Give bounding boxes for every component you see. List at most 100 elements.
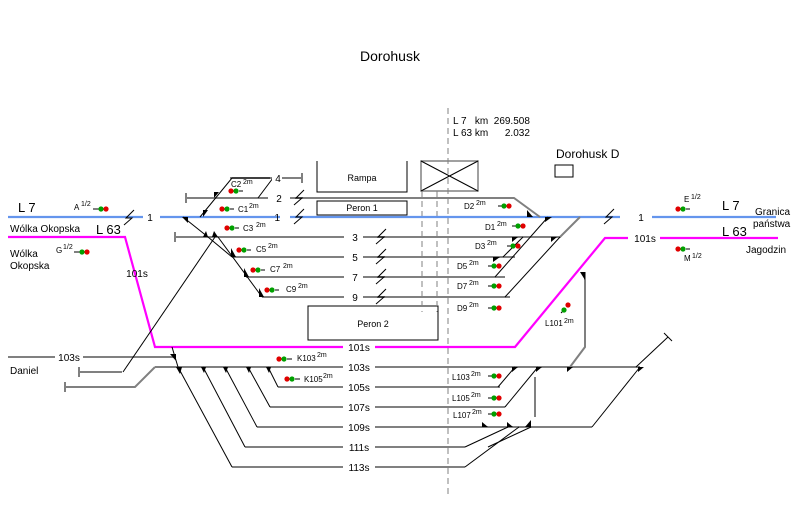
svg-text:M: M bbox=[684, 254, 691, 263]
svg-text:L103: L103 bbox=[452, 373, 470, 382]
west-l7-line-label: L 7 bbox=[18, 200, 36, 215]
svg-text:D9: D9 bbox=[457, 304, 468, 313]
signal-C5[interactable]: C5 2m bbox=[236, 243, 278, 254]
svg-text:K103: K103 bbox=[297, 354, 316, 363]
peron1-platform bbox=[316, 200, 408, 216]
east-l7-dest-label-2: państwa bbox=[753, 219, 791, 230]
track-111s-label: 111s bbox=[349, 443, 369, 454]
daniel-label: Daniel bbox=[10, 366, 38, 377]
svg-text:K105: K105 bbox=[304, 375, 323, 384]
signal-C7[interactable]: C7 2m bbox=[250, 263, 293, 274]
svg-text:2m: 2m bbox=[469, 280, 479, 287]
frog-markers bbox=[170, 192, 644, 427]
west-l63-station-label-2: Okopska bbox=[10, 261, 50, 272]
signal-D3[interactable]: D3 2m bbox=[475, 240, 521, 251]
svg-text:2m: 2m bbox=[298, 283, 308, 290]
signal-C9[interactable]: C9 2m bbox=[264, 283, 308, 294]
east-l63-dest-label: Jagodzin bbox=[746, 245, 786, 256]
svg-text:L105: L105 bbox=[452, 394, 470, 403]
km-info-l7: L 7 km 269.508 bbox=[453, 116, 530, 127]
signal-D5[interactable]: D5 2m bbox=[457, 260, 502, 271]
svg-text:C7: C7 bbox=[270, 265, 281, 274]
track-3-label: 3 bbox=[352, 233, 358, 244]
track-101s-east-label: 101s bbox=[634, 234, 656, 245]
svg-text:L101: L101 bbox=[545, 319, 563, 328]
svg-text:2m: 2m bbox=[469, 302, 479, 309]
west-l63-line-label: L 63 bbox=[96, 222, 121, 237]
peron2-platform bbox=[307, 305, 439, 341]
svg-text:2m: 2m bbox=[317, 352, 327, 359]
track-107s-label: 107s bbox=[348, 403, 370, 414]
signal-C3[interactable]: C3 2m bbox=[224, 222, 266, 233]
signal-L105[interactable]: L105 2m bbox=[452, 392, 502, 403]
joint-icon bbox=[375, 288, 387, 305]
track-101s-label: 101s bbox=[348, 343, 370, 354]
joint-icon bbox=[603, 208, 615, 225]
east-l7-line-label: L 7 bbox=[722, 198, 740, 213]
km-info-l63: L 63 km 2.032 bbox=[453, 128, 530, 139]
svg-text:2m: 2m bbox=[471, 371, 481, 378]
track-103s-west-label: 103s bbox=[58, 353, 80, 364]
signal-L103[interactable]: L103 2m bbox=[452, 371, 502, 382]
svg-text:E: E bbox=[684, 195, 689, 204]
svg-text:A: A bbox=[74, 203, 80, 212]
svg-text:2m: 2m bbox=[268, 243, 278, 250]
signal-K103[interactable]: K103 2m bbox=[276, 352, 327, 363]
svg-text:C2: C2 bbox=[231, 180, 242, 189]
track-1-label: 1 bbox=[274, 213, 280, 224]
svg-text:2m: 2m bbox=[497, 221, 507, 228]
signal-K105[interactable]: K105 2m bbox=[284, 373, 333, 384]
post-label: Dorohusk D bbox=[556, 147, 620, 161]
svg-text:2m: 2m bbox=[472, 409, 482, 416]
svg-text:1/2: 1/2 bbox=[692, 253, 702, 260]
track-103s-label: 103s bbox=[348, 363, 370, 374]
signal-G[interactable]: G 1/2 bbox=[56, 244, 90, 255]
svg-text:G: G bbox=[56, 246, 62, 255]
signal-D1[interactable]: D1 2m bbox=[485, 221, 526, 232]
signal-C2[interactable]: C2 2m bbox=[228, 179, 253, 194]
station-title: Dorohusk bbox=[360, 48, 421, 64]
track-4-label: 4 bbox=[275, 174, 281, 185]
track-105s-label: 105s bbox=[348, 383, 370, 394]
track-109s-label: 109s bbox=[348, 423, 370, 434]
signal-D2[interactable]: D2 2m bbox=[464, 200, 512, 211]
svg-text:L107: L107 bbox=[453, 411, 471, 420]
svg-text:2m: 2m bbox=[476, 200, 486, 207]
insulated-joint-icons bbox=[123, 189, 615, 305]
signal-A[interactable]: A 1/2 bbox=[74, 201, 109, 212]
svg-text:2m: 2m bbox=[323, 373, 333, 380]
west-l7-station-label: Wólka Okopska bbox=[10, 224, 80, 235]
svg-text:D2: D2 bbox=[464, 202, 475, 211]
signal-E[interactable]: E 1/2 bbox=[675, 194, 701, 212]
rampa-outline bbox=[316, 161, 408, 193]
rampa-label: Rampa bbox=[347, 173, 376, 183]
signal-C1[interactable]: C1 2m bbox=[219, 203, 259, 214]
svg-text:2m: 2m bbox=[256, 222, 266, 229]
svg-text:C9: C9 bbox=[286, 285, 297, 294]
track-7-label: 7 bbox=[352, 273, 358, 284]
signal-D9[interactable]: D9 2m bbox=[457, 302, 502, 313]
svg-text:D5: D5 bbox=[457, 262, 468, 271]
svg-text:D1: D1 bbox=[485, 223, 496, 232]
track-5-label: 5 bbox=[352, 253, 358, 264]
joint-icon bbox=[293, 189, 305, 206]
svg-text:D3: D3 bbox=[475, 242, 486, 251]
east-l63-line-label: L 63 bbox=[722, 224, 747, 239]
svg-text:C3: C3 bbox=[243, 224, 254, 233]
peron1-label: Peron 1 bbox=[346, 203, 378, 213]
signal-D7[interactable]: D7 2m bbox=[457, 280, 502, 291]
track-1-west-label: 1 bbox=[147, 213, 153, 224]
svg-text:C5: C5 bbox=[256, 245, 267, 254]
west-l63-station-label-1: Wólka bbox=[10, 249, 38, 260]
track-113s-label: 113s bbox=[349, 463, 370, 474]
track-101s-west-label: 101s bbox=[126, 269, 148, 280]
joint-icon bbox=[123, 209, 135, 226]
signal-M[interactable]: M 1/2 bbox=[675, 246, 702, 263]
svg-text:2m: 2m bbox=[283, 263, 293, 270]
track-9-label: 9 bbox=[352, 293, 358, 304]
svg-text:1/2: 1/2 bbox=[81, 201, 91, 208]
signal-L107[interactable]: L107 2m bbox=[453, 409, 502, 420]
svg-text:2m: 2m bbox=[469, 260, 479, 267]
signal-L101[interactable]: L101 2m bbox=[545, 302, 574, 328]
joint-icon bbox=[375, 268, 387, 285]
